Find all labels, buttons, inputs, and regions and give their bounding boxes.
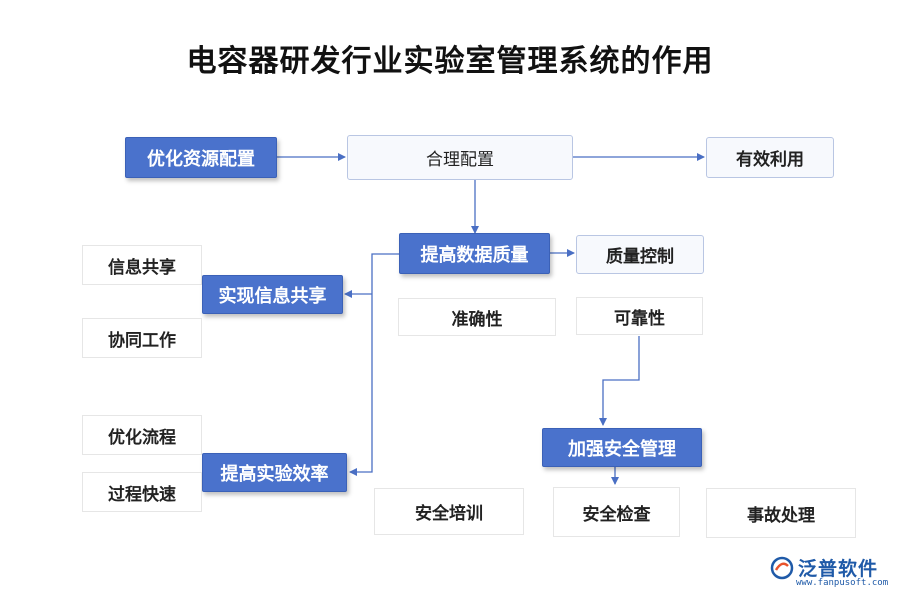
node-collaboration: 协同工作 xyxy=(82,318,202,358)
node-optimize-resource: 优化资源配置 xyxy=(125,137,277,178)
node-info-share-main: 实现信息共享 xyxy=(202,275,343,314)
arrow-reliability-to-safety xyxy=(599,336,640,426)
node-improve-data-quality: 提高数据质量 xyxy=(399,233,550,274)
node-info-share: 信息共享 xyxy=(82,245,202,285)
logo-name: 泛普软件 xyxy=(798,558,879,580)
node-fast-process: 过程快速 xyxy=(82,472,202,512)
node-safety-training: 安全培训 xyxy=(374,488,524,535)
node-strengthen-safety: 加强安全管理 xyxy=(542,428,702,467)
node-improve-efficiency: 提高实验效率 xyxy=(202,453,347,492)
node-reliability: 可靠性 xyxy=(576,297,703,335)
node-accident-handling: 事故处理 xyxy=(706,488,856,538)
node-effective-use: 有效利用 xyxy=(706,137,834,178)
node-safety-inspection: 安全检查 xyxy=(553,487,680,537)
node-accuracy: 准确性 xyxy=(398,298,556,336)
arrow-quality-to-efficiency xyxy=(349,253,399,476)
logo-url: www.fanpusoft.com xyxy=(796,578,889,588)
diagram-title: 电容器研发行业实验室管理系统的作用 xyxy=(186,44,714,79)
brand-logo: 泛普软件 www.fanpusoft.com xyxy=(770,554,892,594)
logo-mark-icon xyxy=(770,556,794,580)
node-optimize-process: 优化流程 xyxy=(82,415,202,455)
node-reasonable-config: 合理配置 xyxy=(347,135,573,180)
node-quality-control: 质量控制 xyxy=(576,235,704,274)
